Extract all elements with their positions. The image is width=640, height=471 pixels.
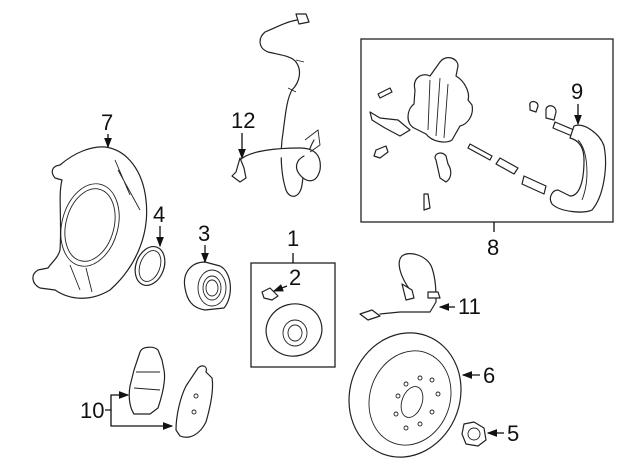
brake-pad-inner[interactable] bbox=[128, 346, 166, 415]
brake-rotor[interactable] bbox=[332, 317, 478, 471]
callout-7: 7 bbox=[101, 110, 113, 135]
caliper-small-parts[interactable] bbox=[369, 87, 575, 211]
brake-hose[interactable] bbox=[359, 253, 441, 321]
callout-4: 4 bbox=[153, 202, 165, 227]
callout-5: 5 bbox=[507, 421, 519, 446]
leader-10b bbox=[110, 410, 174, 430]
callout-6: 6 bbox=[483, 363, 495, 388]
callout-11: 11 bbox=[458, 294, 481, 319]
caliper-body[interactable] bbox=[407, 57, 473, 143]
callout-1: 1 bbox=[287, 226, 299, 251]
callout-3: 3 bbox=[198, 221, 210, 246]
callout-8: 8 bbox=[487, 235, 499, 260]
axle-nut[interactable] bbox=[461, 421, 487, 447]
callout-10: 10 bbox=[80, 398, 104, 423]
callout-2: 2 bbox=[289, 265, 301, 290]
callout-9: 9 bbox=[571, 79, 583, 104]
splash-shield[interactable] bbox=[32, 146, 148, 299]
hub-bolt[interactable] bbox=[261, 287, 279, 301]
caliper-support[interactable] bbox=[549, 124, 607, 213]
hub[interactable] bbox=[260, 298, 328, 363]
leader-2 bbox=[272, 284, 288, 292]
brake-pad-outer[interactable] bbox=[175, 365, 214, 438]
wheel-bearing[interactable] bbox=[183, 261, 231, 311]
abs-sensor[interactable] bbox=[231, 13, 321, 197]
leader-10a bbox=[105, 391, 130, 411]
callout-12: 12 bbox=[231, 108, 255, 133]
